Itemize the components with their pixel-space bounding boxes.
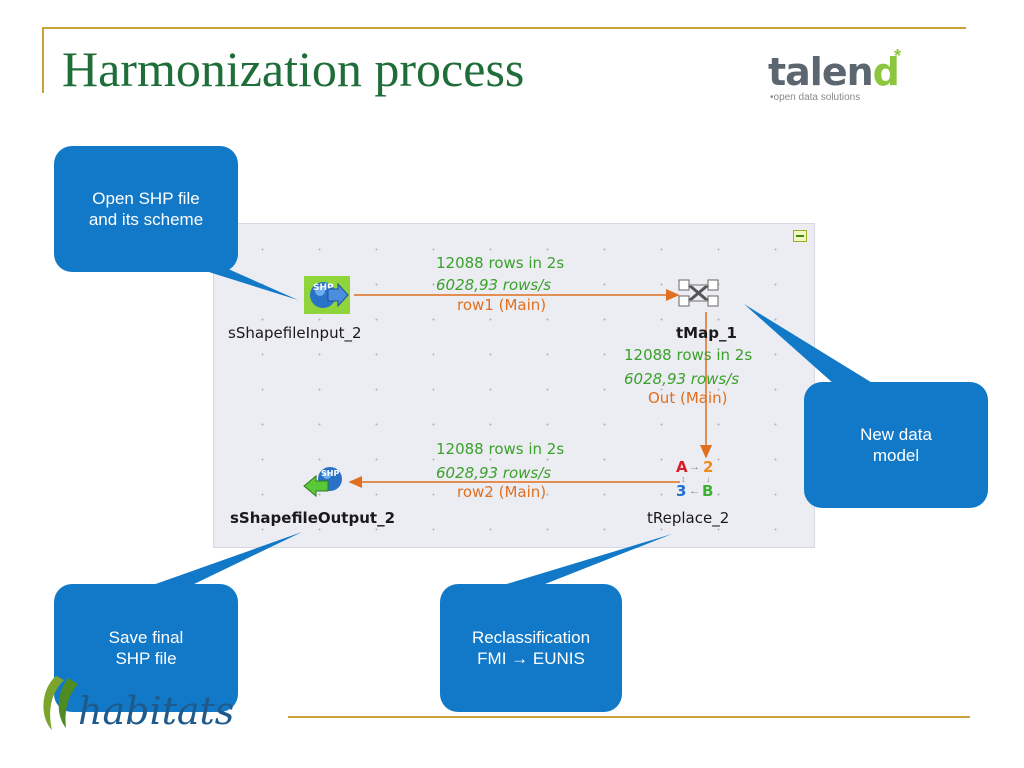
replace-label: tReplace_2 [647,509,730,527]
bottom-rule [288,716,970,718]
out-name[interactable]: Out (Main) [648,389,728,407]
minimize-button[interactable] [793,230,807,242]
input-label: sShapefileInput_2 [228,324,362,342]
callout-open-shp: Open SHP file and its scheme [54,146,238,272]
row1-name[interactable]: row1 (Main) [457,296,547,314]
row1-rows: 12088 rows in 2s [436,254,565,272]
row1-rate: 6028,93 rows/s [436,276,552,294]
left-rule [42,27,44,93]
svg-text:A: A [676,458,688,476]
slide-title: Harmonization process [62,41,525,97]
callout-reclass: Reclassification FMI → EUNIS [440,584,622,712]
flow-connectors [348,289,712,488]
callout-save-shp: Save final SHP file [54,584,238,712]
svg-text:←: ← [689,485,700,497]
svg-text:2: 2 [703,458,713,476]
svg-text:habitats: habitats [78,689,234,733]
habitats-logo: habitats [38,668,298,738]
svg-text:3: 3 [676,482,686,500]
svg-text:B: B [702,482,713,500]
svg-text:↕: ↕ [681,474,686,484]
talend-logo: talend * •open data solutions [768,46,902,103]
svg-text:SHP: SHP [321,469,339,478]
shp-output-icon[interactable]: SHP [302,464,350,502]
out-rate: 6028,93 rows/s [624,370,740,388]
treplace-icon[interactable]: A → 2 ↕ ↓ 3 ← B [675,456,719,500]
svg-text:↓: ↓ [706,474,711,484]
svg-text:SHP: SHP [313,283,334,293]
tmap-label: tMap_1 [676,324,737,342]
top-rule [42,27,966,29]
row2-rate: 6028,93 rows/s [436,464,552,482]
output-label: sShapefileOutput_2 [230,509,395,527]
svg-text:→: → [689,461,700,473]
out-rows: 12088 rows in 2s [624,346,753,364]
shp-input-icon[interactable]: SHP [304,276,352,316]
job-design-canvas[interactable]: SHP sShapefileInput_2 tMap_1 A → 2 ↕ ↓ 3… [213,223,815,548]
row2-name[interactable]: row2 (Main) [457,483,547,501]
row2-rows: 12088 rows in 2s [436,440,565,458]
callout-new-model: New data model [804,382,988,508]
tmap-icon[interactable] [678,276,722,314]
